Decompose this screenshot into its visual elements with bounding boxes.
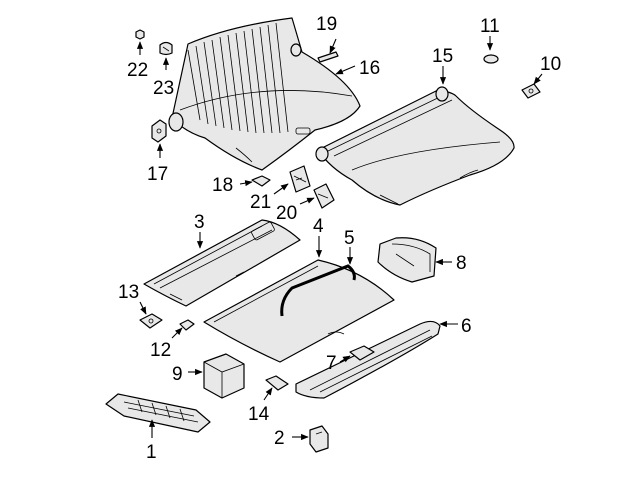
part-20-bracket [313,183,335,209]
part-1-sill-trim [105,393,211,433]
callout-numbers: 19 16 15 11 10 22 23 17 18 21 20 3 4 5 8… [118,14,561,463]
part-6-scuff-plate [295,320,441,399]
callout-22: 22 [127,60,148,81]
part-18-clip [251,175,271,187]
callout-5: 5 [344,228,355,249]
part-17-bracket [151,119,167,143]
callout-20: 20 [276,203,297,224]
part-5-rail [280,264,356,317]
callout-17: 17 [147,164,168,185]
callout-11: 11 [480,16,500,37]
part-8-storage-box [377,237,437,283]
part-7-clip [349,345,375,361]
part-14-clip [265,375,289,391]
callout-9: 9 [172,364,183,385]
callout-8: 8 [456,253,467,274]
leader-13 [139,301,147,315]
part-10-bracket [521,83,541,99]
part-19-clip [317,51,339,63]
callout-6: 6 [461,316,472,337]
part-9-storage-bin [203,353,245,399]
callout-14: 14 [248,404,270,425]
callout-4: 4 [313,216,324,237]
leader-lines [136,36,543,441]
callout-2: 2 [274,428,285,449]
callout-13: 13 [118,282,139,303]
leader-10 [533,73,543,85]
callout-10: 10 [540,54,561,75]
callout-7: 7 [326,353,337,374]
leader-21 [273,183,289,195]
part-15-cargo-cover [315,86,515,206]
part-11-plug [483,54,499,64]
part-23-clip [159,41,173,56]
callout-23: 23 [153,78,174,99]
callout-21: 21 [250,192,271,213]
leader-19 [329,38,337,54]
callout-15: 15 [432,46,453,67]
part-12-clip [179,319,195,331]
part-21-bracket [289,165,311,193]
leader-7 [339,355,351,363]
callout-3: 3 [194,212,205,233]
callout-1: 1 [146,442,157,463]
part-2-bracket [309,425,329,453]
leader-20 [299,197,315,205]
callout-12: 12 [150,340,171,361]
part-3-floor-lid [143,219,301,307]
part-13-clip [139,313,163,329]
part-22-clip [135,29,145,40]
leader-12 [171,327,183,339]
callout-18: 18 [212,175,233,196]
leader-16 [335,65,356,75]
part-16-cargo-cover [168,17,361,171]
callout-16: 16 [359,58,380,79]
callout-19: 19 [316,14,337,35]
part-4-floor-panel [203,259,395,363]
leader-14 [263,387,273,401]
leader-18 [239,180,253,187]
